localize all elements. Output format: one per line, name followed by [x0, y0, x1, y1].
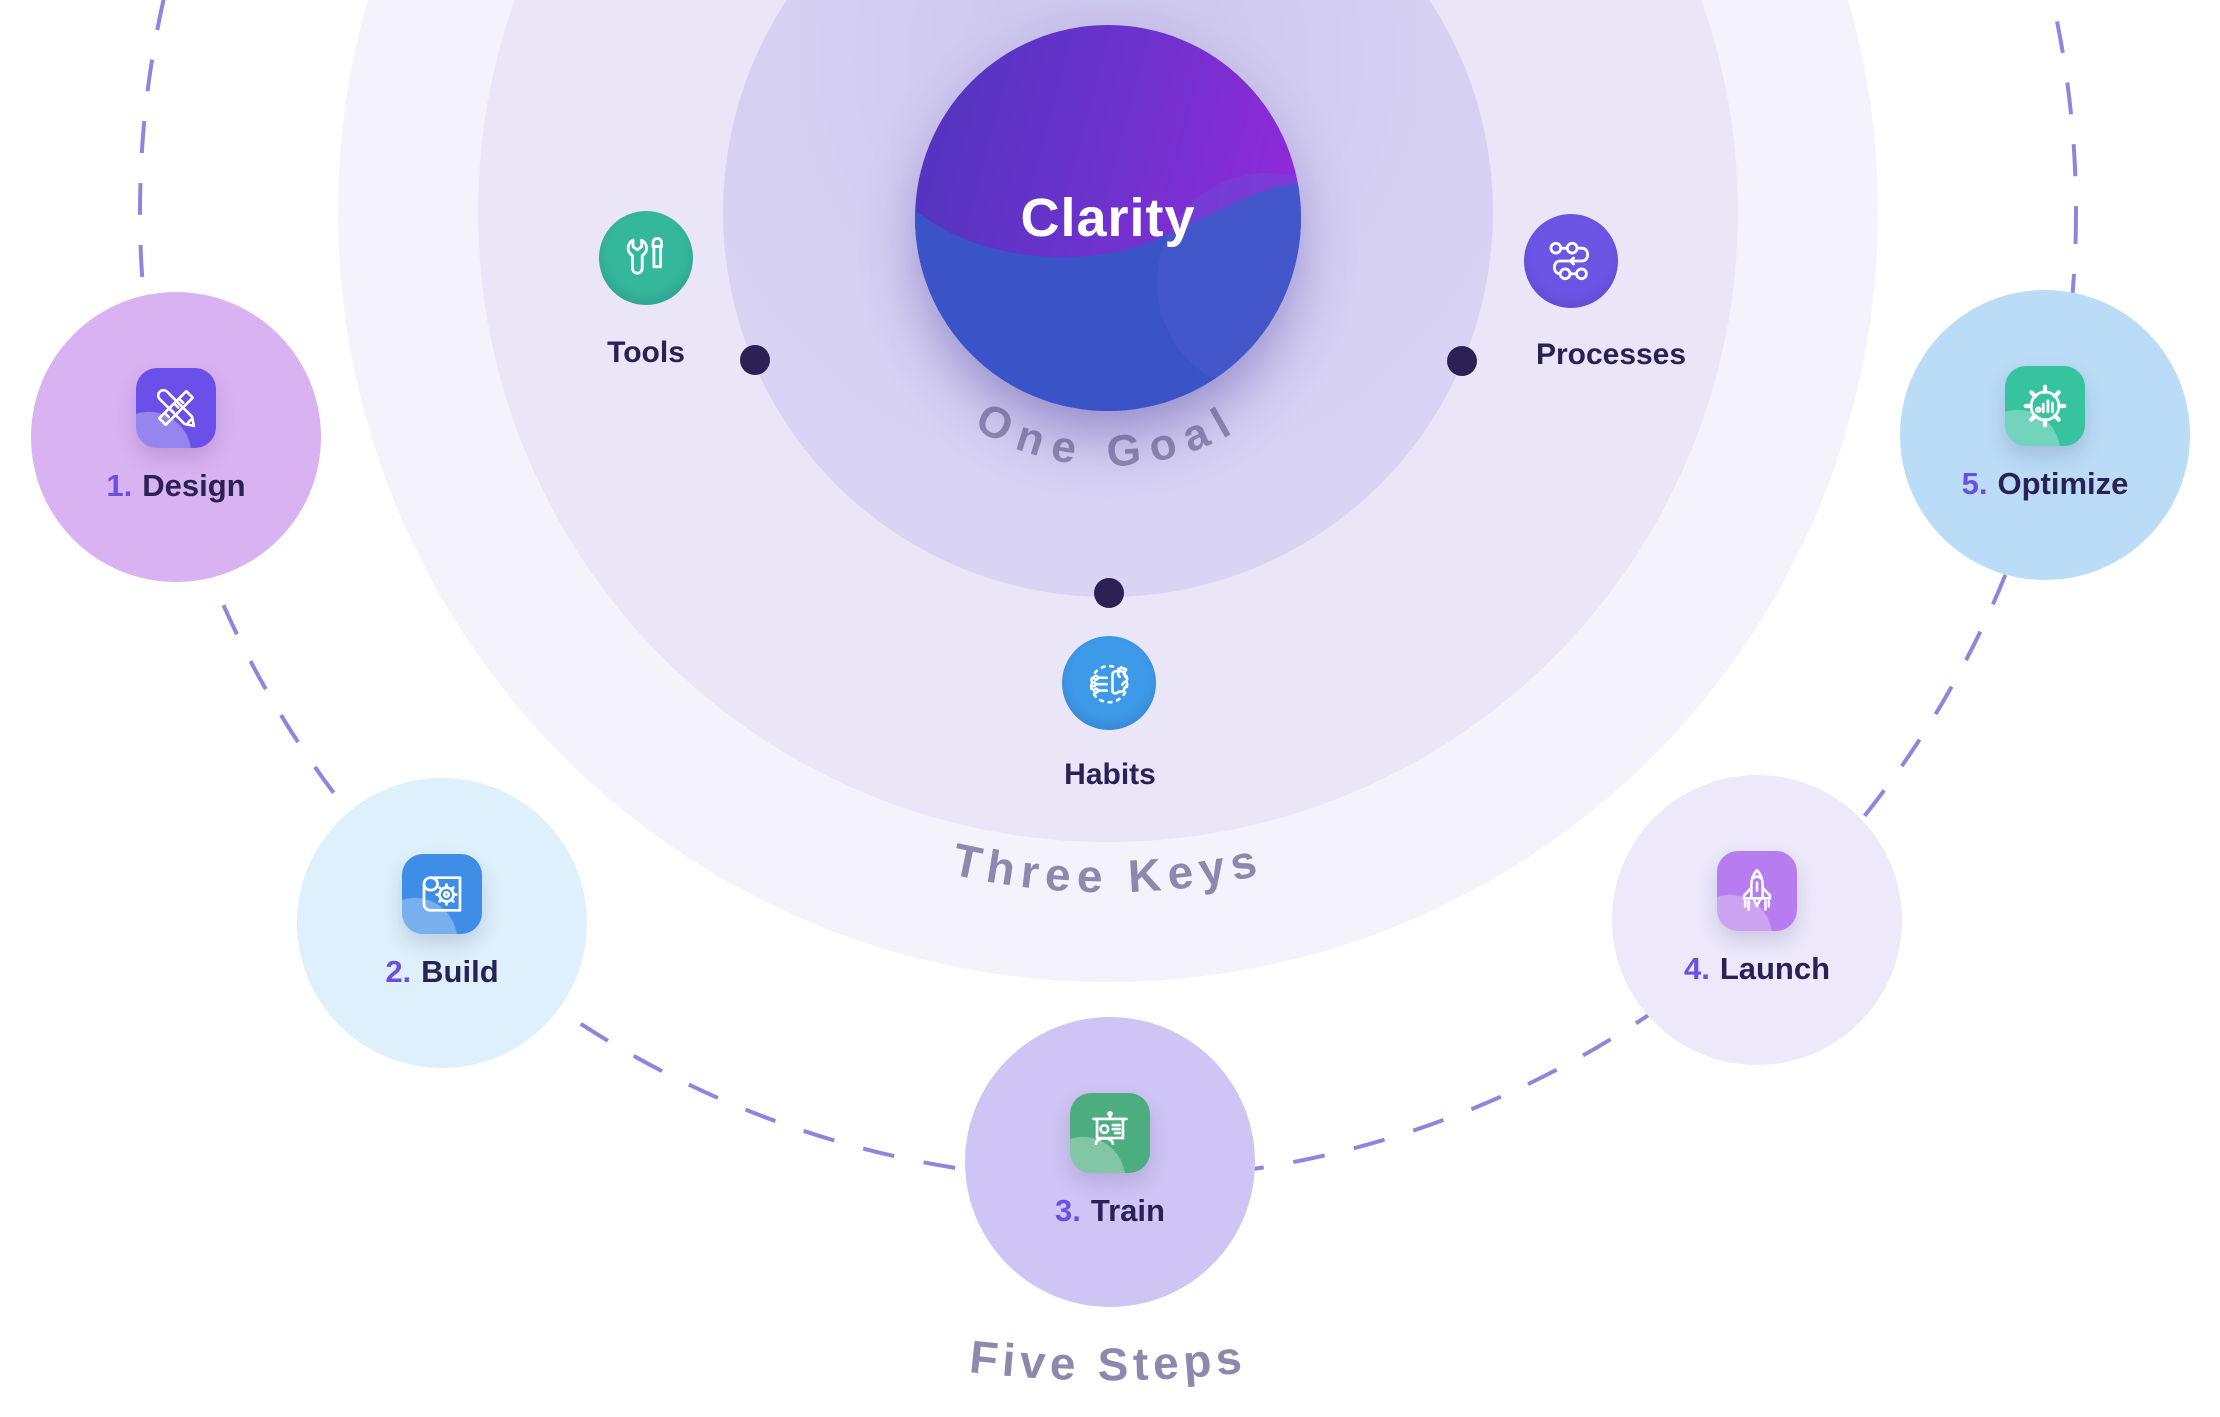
train-icon [1092, 1110, 1128, 1146]
key-tools-label: Tools [607, 336, 685, 369]
build-badge [402, 854, 482, 934]
step-circle-build: 2. Build [297, 778, 587, 1068]
habits-icon [1089, 664, 1129, 704]
optimize-badge [2005, 366, 2085, 446]
step-optimize-label: 5. Optimize [1900, 466, 2190, 502]
connector-dot-processes [1447, 346, 1477, 376]
svg-text:Three Keys: Three Keys [948, 833, 1267, 903]
step-build-number: 2. [385, 954, 412, 989]
step-circle-train: 3. Train [965, 1017, 1255, 1307]
goal-title: Clarity [1020, 188, 1196, 248]
step-optimize-name: Optimize [1997, 466, 2129, 501]
step-circle-design: 1. Design [31, 292, 321, 582]
optimize-icon [2023, 384, 2067, 428]
step-design-number: 1. [106, 468, 133, 503]
step-design-label: 1. Design [31, 468, 321, 504]
svg-text:Five Steps: Five Steps [967, 1330, 1249, 1390]
tools-icon [626, 237, 663, 275]
three-keys-arc-label: Three Keys [948, 833, 1260, 903]
design-icon [156, 388, 196, 428]
dashed-orbit-circle [138, 0, 2078, 1182]
five-steps-arc-label: Five Steps [967, 1330, 1244, 1390]
step-train-label: 3. Train [965, 1193, 1255, 1229]
step-design-name: Design [142, 468, 246, 503]
launch-icon [1742, 868, 1772, 911]
clarity-sphere: Clarity [915, 25, 1301, 411]
key-processes-circle [1524, 214, 1618, 308]
connector-dot-habits [1094, 578, 1124, 608]
key-habits-circle [1062, 636, 1156, 730]
key-habits-label: Habits [1064, 758, 1156, 791]
connector-dot-tools [740, 345, 770, 375]
design-badge [136, 368, 216, 448]
step-optimize-number: 5. [1961, 466, 1988, 501]
clarity-wave [915, 173, 1301, 411]
step-launch-number: 4. [1683, 951, 1710, 986]
build-icon [422, 876, 462, 912]
step-build-label: 2. Build [297, 954, 587, 990]
step-launch-name: Launch [1719, 951, 1831, 986]
step-train-name: Train [1090, 1193, 1165, 1228]
step-build-name: Build [421, 954, 499, 989]
train-badge [1070, 1093, 1150, 1173]
key-tools-circle [599, 211, 693, 305]
step-train-number: 3. [1055, 1193, 1081, 1228]
processes-icon [1549, 241, 1589, 281]
step-launch-label: 4. Launch [1612, 951, 1902, 987]
step-circle-optimize: 5. Optimize [1900, 290, 2190, 580]
step-circle-launch: 4. Launch [1612, 775, 1902, 1065]
launch-badge [1717, 851, 1797, 931]
key-processes-label: Processes [1535, 338, 1687, 371]
